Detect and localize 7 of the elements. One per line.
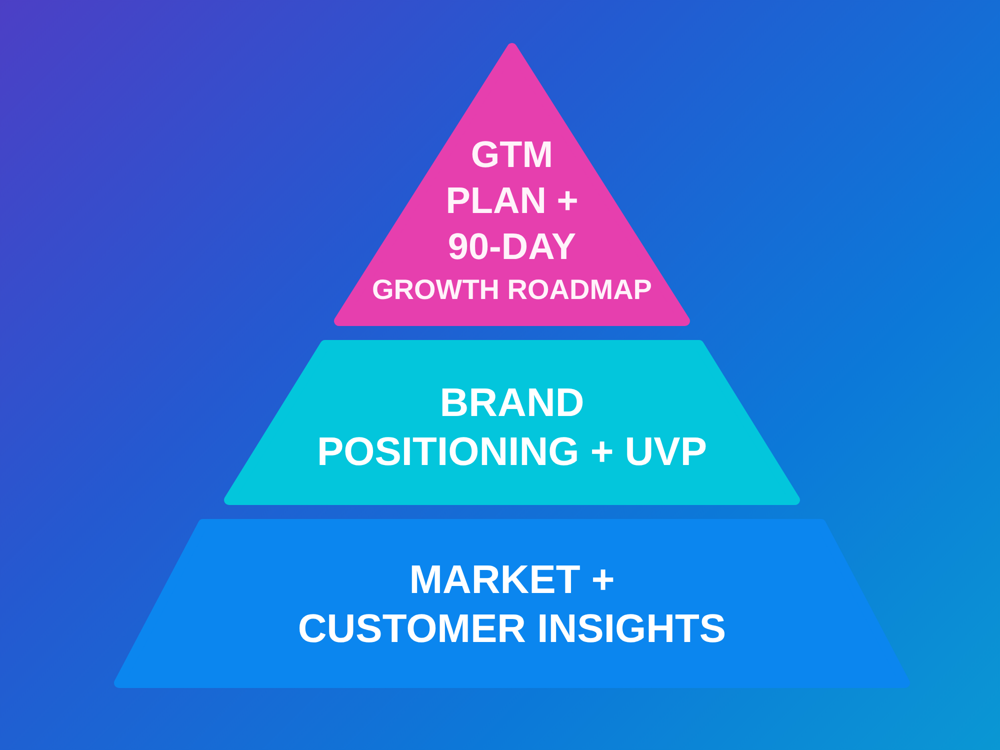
tier-title: MARKET + CUSTOMER INSIGHTS <box>296 557 728 653</box>
pyramid-apex <box>333 40 691 327</box>
pyramid-tier <box>222 339 802 506</box>
tier-title: GTM PLAN + 90-DAY <box>444 133 580 269</box>
tier-title: BRAND POSITIONING + UVP <box>316 380 708 476</box>
tier-subtitle: GROWTH ROADMAP <box>371 273 653 307</box>
pyramid-tier <box>112 518 912 689</box>
